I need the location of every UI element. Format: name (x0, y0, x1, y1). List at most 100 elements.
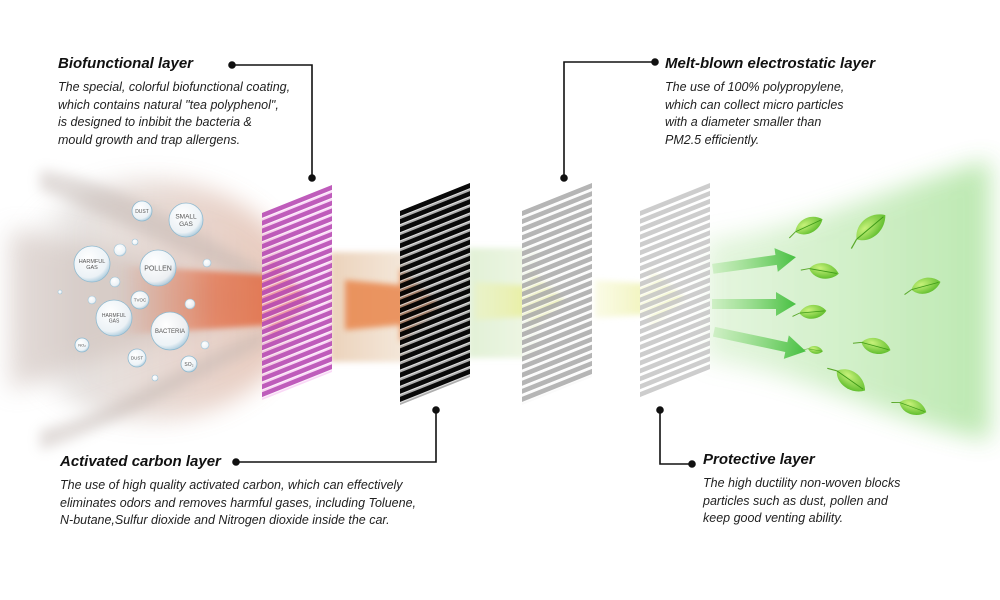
leaf-icon (788, 216, 823, 239)
pleat-highlight (522, 277, 592, 307)
callout-melt-blown: Melt-blown electrostatic layer The use o… (665, 55, 925, 149)
pleat (640, 340, 710, 374)
droplet (151, 374, 159, 382)
callout-title: Melt-blown electrostatic layer (665, 55, 876, 72)
pleat-highlight (522, 293, 592, 323)
callout-protective: Protective layer The high ductility non-… (703, 451, 963, 528)
pleat (522, 223, 592, 257)
leaf-icon (800, 263, 839, 279)
pleat (640, 316, 710, 350)
leaf-icon (852, 337, 891, 354)
droplet (202, 258, 212, 268)
pleat-highlight (262, 361, 332, 391)
pleat-highlight (640, 361, 710, 391)
pleat-highlight (262, 322, 332, 352)
pleat (400, 288, 470, 322)
pleat (262, 216, 332, 250)
air-bands (330, 248, 685, 362)
pleat-highlight (640, 282, 710, 312)
pleat-highlight (262, 345, 332, 375)
callout-title: Activated carbon layer (60, 453, 221, 470)
leaves (788, 214, 941, 415)
pleat-highlight (262, 314, 332, 344)
pleat-highlight (640, 235, 710, 265)
pleat-highlight (640, 243, 710, 273)
pleat (400, 199, 470, 233)
pleat (262, 348, 332, 382)
pleat-highlight (400, 260, 470, 291)
pleat-highlight (262, 369, 332, 399)
clean-arrow (712, 292, 796, 316)
leaf-icon (891, 399, 927, 415)
pleat (640, 364, 710, 398)
pleat-highlight (522, 309, 592, 339)
pleat (400, 280, 470, 314)
pleat (640, 230, 710, 264)
filter-layer-carbon (400, 183, 470, 405)
pleat-highlight (400, 212, 470, 242)
pleat (640, 332, 710, 366)
pleat-highlight (522, 365, 592, 396)
pleat-highlight (522, 333, 592, 363)
pleat-highlight (640, 313, 710, 344)
pleat-highlight (522, 228, 592, 258)
pleat-highlight (262, 197, 332, 227)
pollutant-bubble: NO₂ (74, 337, 90, 353)
pleat-highlight (522, 285, 592, 315)
pleat-highlight (400, 285, 470, 315)
leaf-icon (827, 367, 866, 392)
pollutant-bubble: BACTERIA (150, 311, 190, 351)
pleat (262, 317, 332, 351)
pleat (400, 255, 470, 289)
pleat-highlight (400, 220, 470, 250)
droplet (109, 276, 121, 288)
pleat (640, 324, 710, 358)
pollutant-label: GAS (179, 221, 193, 228)
pleat-highlight (400, 309, 470, 339)
pleat-highlight (522, 317, 592, 347)
filter-layer-bio (262, 185, 332, 400)
pleat (522, 263, 592, 297)
pleat (262, 356, 332, 390)
pleat (262, 333, 332, 366)
pleat-highlight (400, 293, 470, 323)
pleat-highlight (262, 205, 332, 235)
pleat (522, 352, 592, 386)
callout-text: The special, colorful biofunctional coat… (58, 80, 291, 147)
pleat-highlight (262, 252, 332, 282)
pleat-highlight (400, 349, 470, 379)
pleat (400, 360, 470, 394)
pleat-highlight (522, 301, 592, 331)
pleat-highlight (400, 357, 470, 388)
pleat-highlight (640, 195, 710, 226)
pleat (522, 328, 592, 362)
pleat-highlight (400, 268, 470, 299)
pleat (640, 356, 710, 390)
pleat-highlight (262, 283, 332, 313)
pleat-highlight (522, 236, 592, 266)
pleat-highlight (262, 337, 332, 368)
callout-text: The high ductility non-woven blocks part… (703, 476, 901, 525)
pollutant-label: DUST (135, 209, 149, 215)
pleat-highlight (262, 244, 332, 274)
pleat (262, 286, 332, 320)
pleat-highlight (522, 196, 592, 226)
pleat-highlight (400, 196, 470, 226)
pleat-highlight (400, 252, 470, 282)
pleat-highlight (262, 306, 332, 337)
pleat-highlight (262, 275, 332, 305)
pleat (262, 247, 332, 281)
pleat-highlight (640, 227, 710, 257)
pleat (522, 271, 592, 306)
pleat (522, 231, 592, 265)
pollutant-bubble: DUST (127, 348, 147, 368)
pleat (640, 348, 710, 382)
pleat-highlight (262, 213, 332, 243)
pleat (400, 223, 470, 257)
pleat (522, 239, 592, 273)
pollutant-label: GAS (109, 319, 120, 325)
clean-arrow (712, 326, 806, 359)
pleat-highlight (522, 268, 592, 299)
